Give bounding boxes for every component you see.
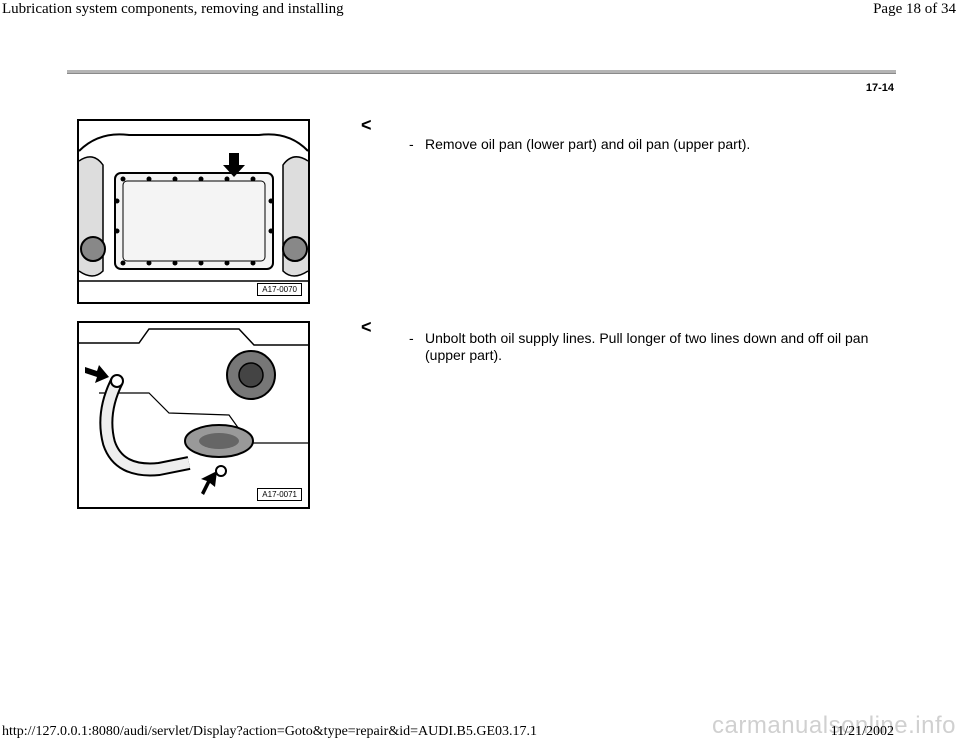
step-text: Unbolt both oil supply lines. Pull longe… (425, 330, 869, 363)
step-pointer-icon: < (361, 115, 372, 135)
oil-pan-illustration (79, 121, 308, 302)
section-number: 17-14 (865, 82, 894, 94)
watermark: carmanualsonline.info (712, 712, 956, 739)
oil-lines-illustration (79, 323, 308, 507)
step-pointer-icon: < (361, 317, 372, 337)
step-1: -Remove oil pan (lower part) and oil pan… (409, 136, 879, 153)
arrow-marker (223, 153, 245, 177)
oil-pan-figure: A17-0070 (77, 119, 310, 304)
oil-lines-figure: A17-0071 (77, 321, 310, 509)
footer-url: http://127.0.0.1:8080/audi/servlet/Displ… (2, 724, 537, 739)
arrow-marker (201, 471, 217, 495)
header-rule (67, 70, 896, 74)
step-text: Remove oil pan (lower part) and oil pan … (425, 136, 751, 152)
step-2: -Unbolt both oil supply lines. Pull long… (409, 330, 879, 364)
page-indicator: Page 18 of 34 (873, 1, 956, 17)
figure-label: A17-0071 (257, 488, 302, 501)
figure-label: A17-0070 (257, 283, 302, 296)
footer-date: 11/21/2002 (830, 724, 894, 739)
document-title: Lubrication system components, removing … (2, 1, 344, 17)
step-dash: - (409, 330, 414, 346)
arrow-marker (85, 365, 109, 383)
step-dash: - (409, 136, 414, 152)
